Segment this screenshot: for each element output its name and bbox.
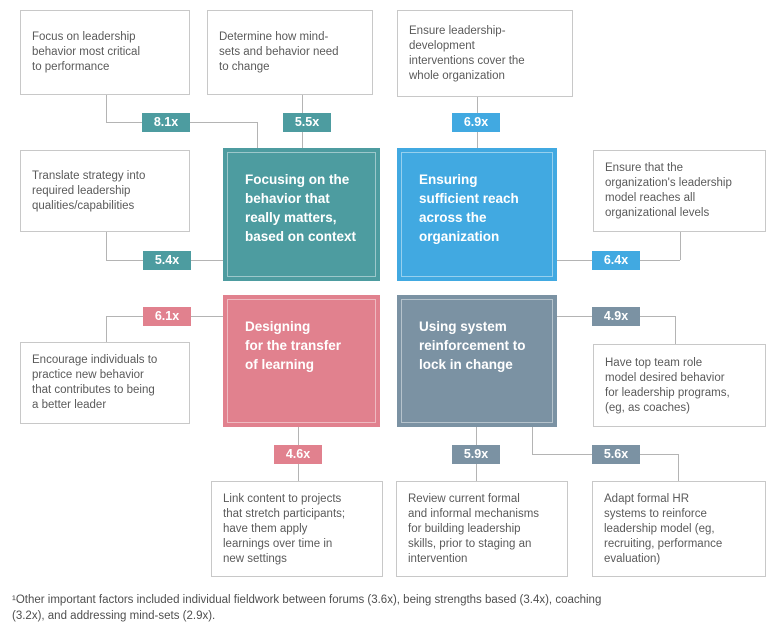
practice-box-adapt-hr-systems: Adapt formal HR systems to reinforce lea… [592, 481, 766, 577]
practice-box-cover-whole-organization: Ensure leadership- development intervent… [397, 10, 573, 97]
practice-text: Review current formal and informal mecha… [408, 492, 540, 565]
practice-text: Ensure that the organization's leadershi… [605, 162, 732, 219]
multiplier-badge-5-4x: 5.4x [143, 251, 191, 270]
multiplier-badge-6-1x: 6.1x [143, 307, 191, 326]
connector-line [675, 316, 676, 344]
practice-box-translate-strategy: Translate strategy into required leaders… [20, 150, 190, 232]
practice-text: Determine how mind- sets and behavior ne… [219, 31, 339, 73]
factor-text: Ensuring sufficient reach across the org… [419, 172, 519, 244]
factor-text: Designing for the transfer of learning [245, 319, 342, 372]
connector-line [532, 427, 533, 454]
practice-box-focus-critical-behavior: Focus on leadership behavior most critic… [20, 10, 190, 95]
multiplier-badge-5-5x: 5.5x [283, 113, 331, 132]
multiplier-badge-6-9x: 6.9x [452, 113, 500, 132]
factor-text: Using system reinforcement to lock in ch… [419, 319, 526, 372]
practice-text: Translate strategy into required leaders… [32, 169, 146, 212]
multiplier-badge-4-9x: 4.9x [592, 307, 640, 326]
practice-box-review-mechanisms: Review current formal and informal mecha… [396, 481, 568, 577]
multiplier-badge-8-1x: 8.1x [142, 113, 190, 132]
factor-box-system-reinforcement: Using system reinforcement to lock in ch… [397, 295, 557, 427]
factor-box-focusing-on-behavior: Focusing on the behavior that really mat… [223, 148, 380, 281]
practice-text: Adapt formal HR systems to reinforce lea… [604, 492, 723, 565]
practice-text: Ensure leadership- development intervent… [409, 24, 525, 82]
practice-box-top-team-role-model: Have top team role model desired behavio… [593, 344, 766, 427]
connector-line [106, 316, 107, 342]
connector-line [678, 454, 679, 481]
practice-text: Focus on leadership behavior most critic… [32, 31, 141, 73]
connector-line [680, 230, 681, 260]
footnote: ¹Other important factors included indivi… [12, 594, 602, 622]
practice-box-link-content-to-projects: Link content to projects that stretch pa… [211, 481, 383, 577]
multiplier-badge-6-4x: 6.4x [592, 251, 640, 270]
practice-text: Encourage individuals to practice new be… [32, 354, 158, 411]
practice-box-practice-new-behavior: Encourage individuals to practice new be… [20, 342, 190, 424]
connector-line [257, 122, 258, 148]
connector-line [106, 231, 107, 260]
factor-box-designing-for-transfer: Designing for the transfer of learning [223, 295, 380, 427]
connector-line [106, 95, 107, 122]
practice-box-model-reaches-all-levels: Ensure that the organization's leadershi… [593, 150, 766, 232]
multiplier-badge-5-9x: 5.9x [452, 445, 500, 464]
factor-text: Focusing on the behavior that really mat… [245, 172, 357, 244]
practice-text: Have top team role model desired behavio… [605, 356, 730, 414]
multiplier-badge-5-6x: 5.6x [592, 445, 640, 464]
multiplier-badge-4-6x: 4.6x [274, 445, 322, 464]
practice-box-mindsets-behavior-change: Determine how mind- sets and behavior ne… [207, 10, 373, 95]
practice-text: Link content to projects that stretch pa… [223, 492, 346, 565]
factor-box-ensuring-sufficient-reach: Ensuring sufficient reach across the org… [397, 148, 557, 281]
